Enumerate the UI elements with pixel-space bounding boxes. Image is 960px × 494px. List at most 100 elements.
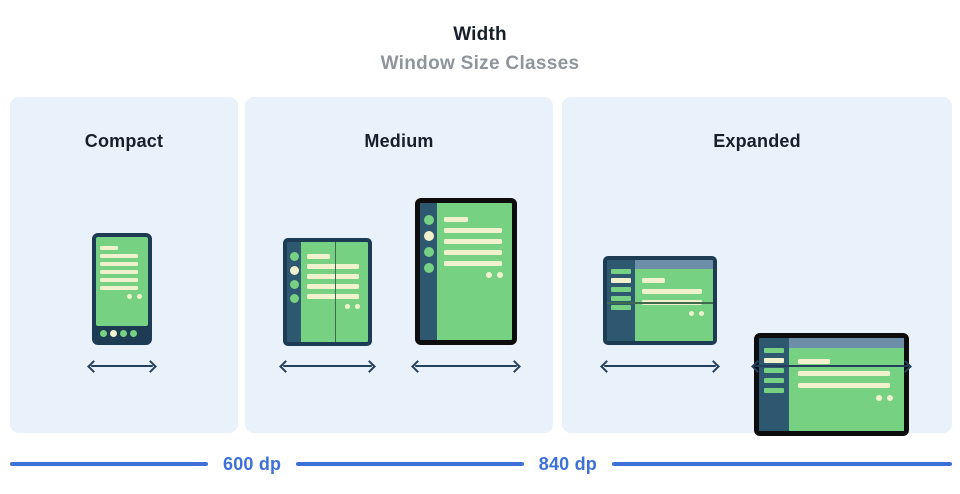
- text-placeholder-line: [444, 239, 502, 244]
- phone-nav-bar: [96, 326, 148, 341]
- nav-dot: [130, 330, 137, 337]
- nav-rail-dot: [423, 263, 434, 273]
- nav-rail-bar: [611, 305, 631, 310]
- nav-rail-dot: [289, 280, 299, 289]
- text-placeholder-line: [444, 250, 502, 255]
- nav-rail-dot: [423, 247, 434, 257]
- nav-rail: [607, 260, 635, 341]
- nav-rail-dot: [423, 215, 434, 225]
- width-range-arrow: [88, 360, 156, 372]
- diagram-header: Width Window Size Classes: [0, 24, 960, 75]
- nav-rail-dot: [289, 294, 299, 303]
- device-main-area: [635, 260, 713, 341]
- nav-rail-dot: [289, 252, 299, 261]
- panel-compact-label: Compact: [84, 131, 164, 151]
- panel-expanded-label: Expanded: [713, 131, 801, 151]
- text-placeholder-line: [100, 278, 138, 282]
- action-dot: [127, 294, 132, 299]
- foldable-landscape-mockup: [603, 256, 717, 345]
- text-placeholder-line: [642, 278, 666, 283]
- nav-rail-bar: [611, 269, 631, 274]
- app-top-bar: [789, 338, 904, 348]
- arrow-line: [91, 365, 153, 367]
- nav-rail-bar: [764, 388, 784, 393]
- app-top-bar: [635, 260, 713, 269]
- fold-crease-line: [334, 242, 336, 342]
- nav-rail-bar: [611, 278, 631, 283]
- text-placeholder-line: [642, 289, 703, 294]
- ruler-line-segment: [612, 462, 952, 466]
- arrow-line: [415, 365, 517, 367]
- text-placeholder-line: [307, 274, 359, 279]
- nav-rail-dot: [289, 266, 299, 275]
- action-dots: [100, 294, 142, 299]
- action-dot: [355, 304, 360, 309]
- nav-rail: [287, 242, 301, 342]
- text-placeholder-line: [100, 286, 138, 290]
- nav-rail-bar: [611, 296, 631, 301]
- text-placeholder-line: [444, 217, 469, 222]
- foldable-landscape-screen: [635, 269, 713, 341]
- panel-compact: Compact: [10, 97, 238, 433]
- breakpoint-ruler: 600 dp 840 dp: [10, 453, 952, 475]
- diagram-subtitle: Window Size Classes: [380, 53, 580, 74]
- phone-mockup: [92, 233, 152, 345]
- tablet-landscape-mockup: [754, 333, 909, 436]
- action-dot: [876, 395, 882, 401]
- foldable-portrait-mockup: [283, 238, 372, 346]
- text-placeholder-line: [307, 264, 359, 269]
- action-dot: [699, 311, 704, 316]
- action-dot: [486, 272, 492, 278]
- arrow-line: [604, 365, 716, 367]
- foldable-screen: [301, 242, 368, 342]
- panel-expanded: Expanded: [562, 97, 952, 436]
- text-placeholder-line: [798, 371, 891, 376]
- action-dot: [497, 272, 503, 278]
- nav-rail: [759, 338, 789, 431]
- action-dots: [798, 395, 893, 401]
- text-placeholder-line: [307, 284, 359, 289]
- device-main-area: [789, 338, 904, 431]
- phone-screen: [96, 237, 148, 326]
- width-range-arrow: [412, 360, 520, 372]
- text-placeholder-line: [798, 383, 891, 388]
- text-placeholder-line: [100, 262, 138, 266]
- breakpoint-600dp-label: 600 dp: [223, 453, 282, 474]
- action-dot: [345, 304, 350, 309]
- action-dots: [444, 272, 503, 278]
- panel-medium: Medium: [245, 97, 553, 433]
- nav-dot: [120, 330, 127, 337]
- ruler-line-segment: [10, 462, 208, 466]
- action-dots: [307, 304, 360, 309]
- breakpoint-840dp-label: 840 dp: [538, 453, 597, 474]
- action-dots: [642, 311, 704, 316]
- width-range-arrow: [280, 360, 375, 372]
- text-placeholder-line: [100, 270, 138, 274]
- tablet-portrait-mockup: [415, 198, 517, 345]
- arrow-line: [755, 365, 908, 367]
- width-range-arrow: [601, 360, 719, 372]
- panel-medium-label: Medium: [364, 131, 434, 151]
- nav-dot: [110, 330, 117, 337]
- text-placeholder-line: [100, 246, 118, 250]
- nav-rail-bar: [764, 348, 784, 353]
- nav-rail-bar: [764, 378, 784, 383]
- text-placeholder-line: [100, 254, 138, 258]
- text-placeholder-line: [307, 294, 359, 299]
- text-placeholder-line: [307, 254, 331, 259]
- nav-rail-dot: [423, 231, 434, 241]
- ruler-line-segment: [296, 462, 524, 466]
- action-dot: [887, 395, 893, 401]
- diagram-title: Width: [453, 24, 507, 45]
- nav-rail: [420, 203, 437, 340]
- tablet-screen: [437, 203, 512, 340]
- action-dot: [137, 294, 142, 299]
- text-placeholder-line: [444, 261, 502, 266]
- fold-crease-line: [607, 302, 713, 304]
- width-range-arrow: [752, 360, 911, 372]
- arrow-line: [283, 365, 372, 367]
- nav-dot: [100, 330, 107, 337]
- action-dot: [689, 311, 694, 316]
- text-placeholder-line: [444, 228, 502, 233]
